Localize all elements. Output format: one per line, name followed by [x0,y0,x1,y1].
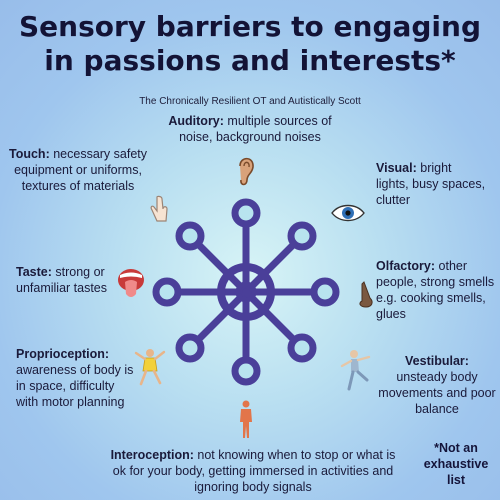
visual-label: Visual: bright lights, busy spaces, clut… [376,160,486,208]
taste-label: Taste: strong or unfamiliar tastes [16,264,116,296]
proprioception-name: Proprioception: [16,347,110,361]
vestibular-text: unsteady body movements and poor balance [378,370,496,416]
credit-line: The Chronically Resilient OT and Autisti… [139,96,361,107]
footnote: *Not an exhaustive list [423,441,489,487]
vestibular-name: Vestibular: [405,354,469,368]
auditory-name: Auditory: [168,114,224,128]
ear-icon [239,157,254,186]
vestibular-label: Vestibular: unsteady body movements and … [378,353,496,417]
olfactory-text: other people, strong smells e.g. cooking… [376,259,495,321]
taste-text: strong or unfamiliar tastes [16,265,108,295]
olfactory-name: Olfactory: [376,259,436,273]
visual-text: bright lights, busy spaces, clutter [376,161,486,207]
balance-icon [340,350,371,391]
eye-icon [331,204,365,222]
auditory-label: Auditory: multiple sources of noise, bac… [150,113,350,145]
dancer-icon [134,349,166,386]
hand-icon [150,195,168,222]
proprioception-text: awareness of body is in space, difficult… [16,363,134,409]
touch-name: Touch: [9,147,50,161]
nose-icon [359,281,373,308]
touch-text: necessary safety equipment or uniforms, … [14,147,147,193]
olfactory-label: Olfactory: other people, strong smells e… [376,258,498,322]
interoception-label: Interoception: not knowing when to stop … [108,447,398,495]
interoception-text: not knowing when to stop or what is ok f… [112,448,396,494]
auditory-text: multiple sources of noise, background no… [179,114,332,144]
interoception-name: Interoception: [110,448,194,462]
mouth-icon [118,269,144,297]
taste-name: Taste: [16,265,52,279]
visual-name: Visual: [376,161,417,175]
body-icon [240,400,252,438]
page-title: Sensory barriers to engaging in passions… [18,10,481,77]
proprioception-label: Proprioception: awareness of body is in … [16,346,134,410]
touch-label: Touch: necessary safety equipment or uni… [8,146,148,194]
